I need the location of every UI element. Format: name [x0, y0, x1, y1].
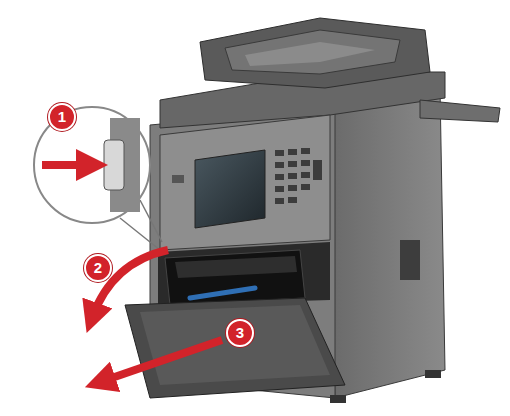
callout-number: 2 — [84, 254, 112, 282]
callout-number: 1 — [48, 103, 76, 131]
callout-number: 3 — [226, 319, 254, 347]
